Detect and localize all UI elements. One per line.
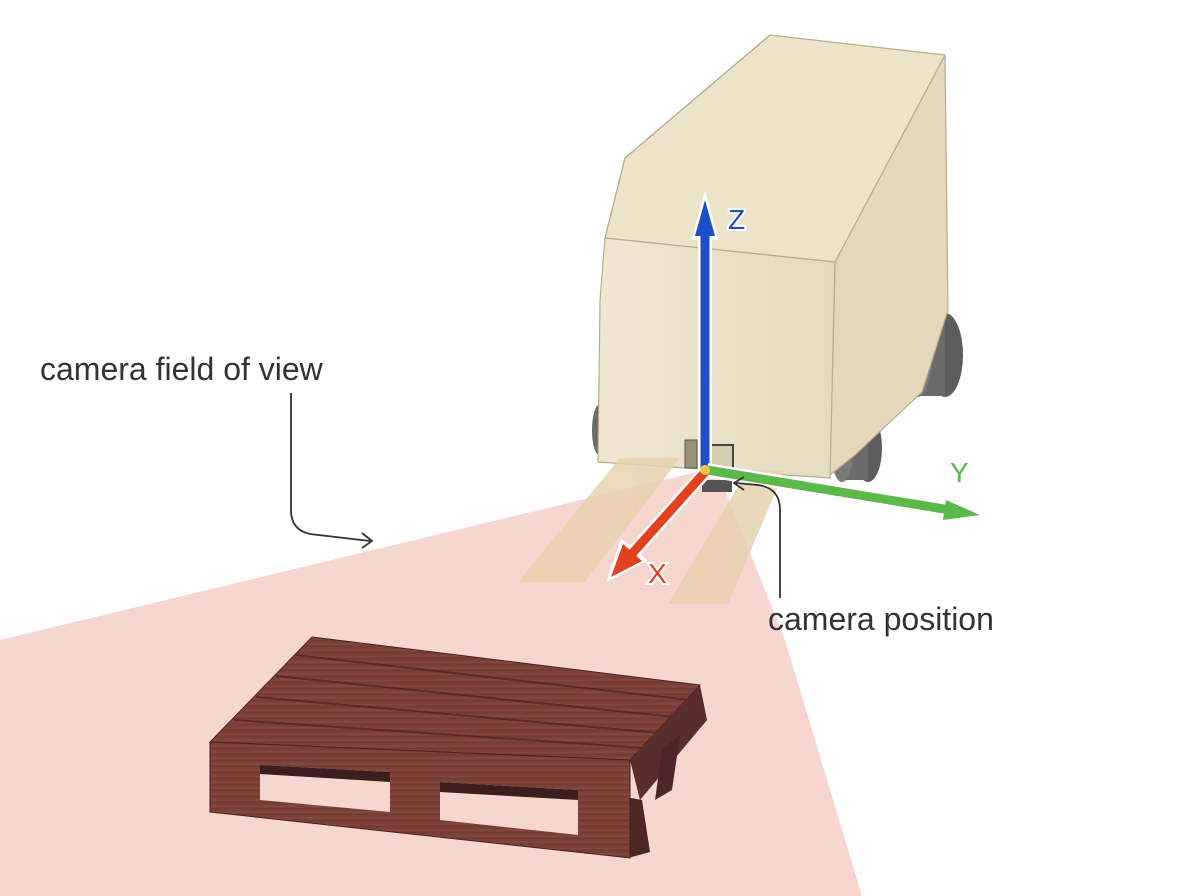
camera-position-pointer-icon: [732, 476, 781, 598]
curved-arrow-icon: [290, 393, 374, 549]
y-axis-label: Y: [950, 457, 969, 488]
coordinate-axes: [606, 190, 989, 583]
fork-left: [518, 458, 680, 582]
z-axis-arrowhead: [695, 200, 715, 236]
pallet-right-side: [630, 685, 707, 800]
y-axis-arrowhead: [943, 500, 980, 520]
pallet: [208, 636, 707, 859]
forklift-body: [597, 34, 949, 479]
fork-right: [668, 470, 785, 604]
forklift-forks: [518, 458, 785, 604]
fov-label: camera field of view: [40, 351, 324, 387]
x-axis-arrowhead: [611, 544, 642, 577]
x-axis-label: X: [648, 558, 667, 589]
z-axis-label: Z: [728, 204, 745, 235]
forklift-front: [597, 237, 836, 479]
camera-position-label: camera position: [768, 601, 994, 637]
